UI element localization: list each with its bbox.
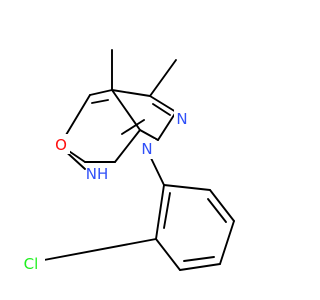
nh-label-bg xyxy=(86,164,108,184)
pyrazole-n-atom-label: N xyxy=(176,110,187,128)
phenyl-bond xyxy=(209,189,235,222)
bond-layer xyxy=(43,49,235,271)
atom-label-layer: O NH N N Cl xyxy=(17,109,190,274)
aryl-n-label-bg xyxy=(139,139,155,159)
nh-atom-label: NH xyxy=(86,165,109,183)
phenyl-bond xyxy=(163,184,211,191)
phenyl-bond xyxy=(155,238,181,271)
chlorine-label-bg xyxy=(17,254,45,274)
pyrazole-double-bond xyxy=(152,103,171,116)
molecule-structure: O NH N N Cl xyxy=(17,49,235,274)
ring-bond xyxy=(111,89,151,97)
oxygen-label-bg xyxy=(52,134,70,154)
ring-bond xyxy=(114,129,141,163)
chlorine-bond xyxy=(43,238,157,261)
ring-bond xyxy=(149,95,177,113)
double-bond xyxy=(91,99,109,104)
fused-double-bond xyxy=(121,119,145,135)
aryl-n-atom-label: N xyxy=(141,140,152,158)
ring-bond xyxy=(89,89,113,96)
ring-bond xyxy=(139,129,159,141)
methyl-bond xyxy=(149,59,177,97)
chlorine-atom-label: Cl xyxy=(24,255,39,273)
oxygen-atom-label: O xyxy=(55,136,67,154)
ring-bond xyxy=(157,111,177,141)
phenyl-bond xyxy=(155,184,165,240)
phenyl-bond xyxy=(219,220,235,265)
phenyl-inner-bond xyxy=(183,256,215,262)
phenyl-inner-bond xyxy=(207,198,227,223)
aryl-link-bond xyxy=(149,155,165,186)
phenyl-bond xyxy=(179,263,221,271)
pyrazole-n-label-bg xyxy=(174,109,190,129)
phenyl-inner-bond xyxy=(163,192,171,229)
ring-bond xyxy=(111,89,141,131)
